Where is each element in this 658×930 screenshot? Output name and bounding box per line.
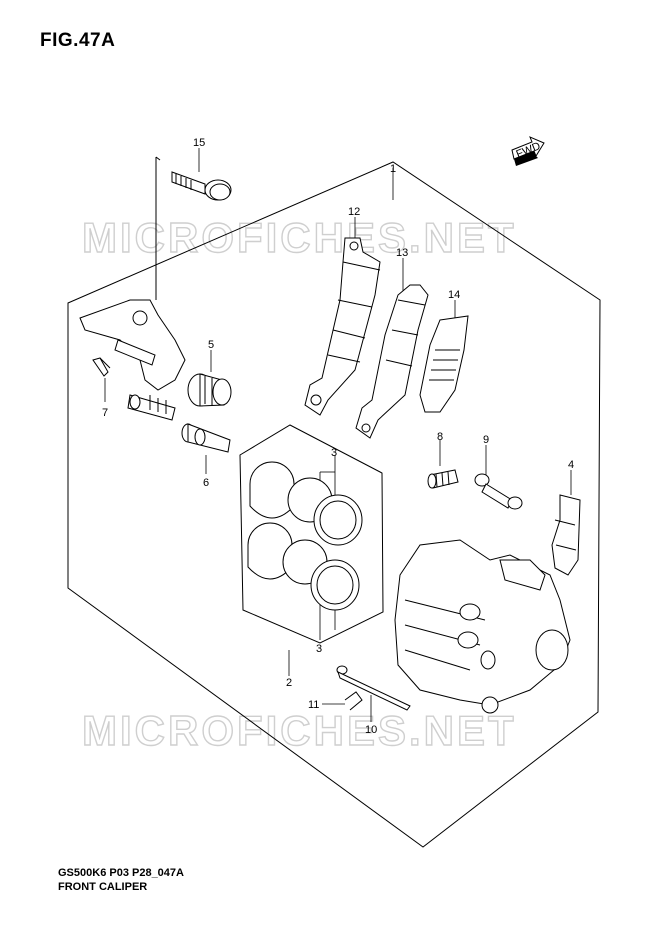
part-14-shim — [419, 315, 469, 413]
part-8-bleeder — [427, 469, 459, 489]
callout-15: 15 — [193, 137, 205, 149]
callout-9: 9 — [483, 434, 489, 446]
part-9-cap — [474, 473, 523, 510]
part-11-clip — [344, 691, 363, 711]
assembly-1-outline — [67, 161, 601, 848]
part-15-bolt — [171, 171, 232, 201]
caliper-bracket — [79, 299, 186, 421]
part-13-brake-pad — [355, 284, 429, 439]
figure-footer: GS500K6 P03 P28_047A FRONT CALIPER — [58, 866, 184, 894]
callout-2: 2 — [286, 677, 292, 689]
part-12-brake-pad — [304, 237, 381, 416]
callout-14: 14 — [448, 289, 460, 301]
watermark-top: MICROFICHES.NET — [82, 214, 517, 261]
callout-4: 4 — [568, 459, 574, 471]
part-7-clip — [92, 357, 111, 377]
figure-code: GS500K6 P03 P28_047A — [58, 867, 184, 879]
callout-12: 12 — [348, 206, 360, 218]
callout-8: 8 — [437, 431, 443, 443]
callout-3-bottom: 3 — [316, 643, 322, 655]
callout-11: 11 — [308, 699, 319, 711]
callout-10: 10 — [365, 724, 377, 736]
figure-title: FIG.47A — [40, 30, 116, 51]
part-5-boot — [187, 373, 232, 407]
piston-kit-frame — [239, 424, 384, 644]
caliper-body — [394, 539, 571, 714]
callout-3-top: 3 — [331, 447, 337, 459]
part-10-pad-pin — [336, 665, 411, 711]
part-4-spring — [551, 494, 581, 576]
figure-name: FRONT CALIPER — [58, 881, 148, 893]
part-3-pistons — [247, 461, 363, 611]
callout-5: 5 — [208, 339, 214, 351]
part-6-pin — [181, 423, 231, 453]
callout-7: 7 — [102, 407, 108, 419]
watermark-bottom: MICROFICHES.NET — [82, 707, 517, 754]
bracket-leader — [155, 156, 161, 161]
callout-6: 6 — [203, 477, 209, 489]
callout-1: 1 — [390, 163, 396, 175]
callout-13: 13 — [396, 247, 408, 259]
fwd-arrow-icon: FWD — [511, 136, 545, 166]
